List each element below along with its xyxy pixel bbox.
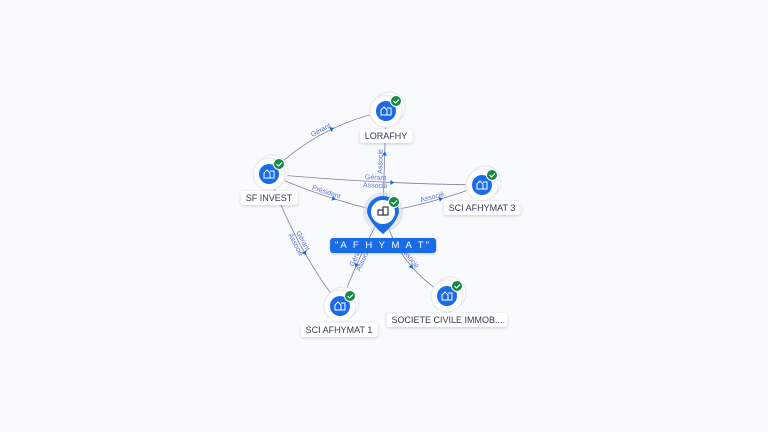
edge-arrow-icon <box>408 264 413 269</box>
edge-label: Associé <box>377 149 385 174</box>
edge-label: Associé <box>420 191 446 204</box>
verified-check-icon <box>451 280 463 292</box>
node-sci3[interactable] <box>465 165 502 202</box>
verified-check-icon <box>486 169 498 181</box>
building-icon <box>380 106 392 116</box>
node-center[interactable] <box>363 192 403 234</box>
edge-arrow-icon <box>354 262 360 268</box>
edge-label: Président <box>311 185 341 201</box>
node-label-sci1[interactable]: SCI AFHYMAT 1 <box>300 323 378 337</box>
building-icon <box>334 301 346 311</box>
edge-arrow-icon <box>329 127 334 132</box>
node-lorafhy[interactable] <box>369 91 406 128</box>
edge-label: Associé <box>363 182 388 190</box>
verified-check-icon <box>344 290 356 302</box>
node-label-center[interactable]: "A F H Y M A T" <box>330 238 436 253</box>
verified-check-icon <box>390 95 402 107</box>
building-icon <box>377 206 389 216</box>
edge-line <box>268 173 483 186</box>
building-icon <box>476 180 488 190</box>
verified-check-icon <box>388 196 400 208</box>
node-label-sfinvest[interactable]: SF INVEST <box>240 191 298 205</box>
building-icon <box>263 169 275 179</box>
edge-arrow-icon <box>382 151 388 156</box>
edge-arrow-icon <box>331 195 337 201</box>
node-label-lorafhy[interactable]: LORAFHY <box>359 129 413 143</box>
edge-line <box>268 173 341 307</box>
edge-label: Gérant <box>365 174 387 182</box>
edge-arrow-icon <box>390 179 395 185</box>
node-label-sci3[interactable]: SCI AFHYMAT 3 <box>443 201 521 215</box>
node-label-societe[interactable]: SOCIETE CIVILE IMMOB... <box>386 313 508 327</box>
node-sci1[interactable] <box>323 286 360 323</box>
building-icon <box>441 291 453 301</box>
edge-arrow-icon <box>438 196 444 202</box>
verified-check-icon <box>273 158 285 170</box>
node-societe[interactable] <box>430 276 467 313</box>
edge-arrow-icon <box>301 250 307 256</box>
node-sfinvest[interactable] <box>252 154 289 191</box>
